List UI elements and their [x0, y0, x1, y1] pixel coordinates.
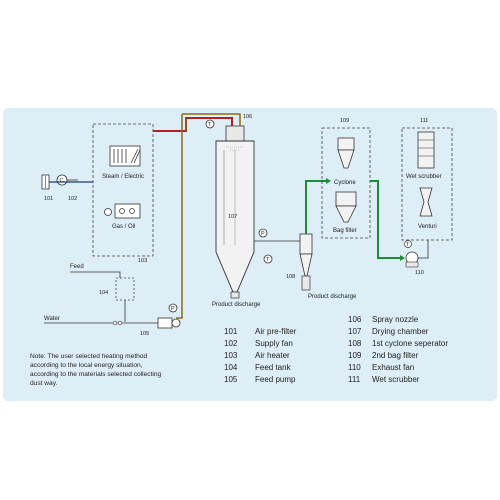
legend-text-111: Wet scrubber: [372, 375, 420, 384]
exhaust-fan-icon: [405, 251, 419, 268]
note-line-2: according to the local energy situation,: [30, 362, 143, 369]
legend-text-110: Exhaust fan: [372, 363, 414, 372]
arrow-to-exhaust-fan-icon: [400, 255, 405, 261]
venturi-icon: [419, 187, 433, 217]
wet-scrubber-box: [401, 127, 453, 241]
tag-110: 110: [415, 270, 424, 276]
product-discharge-label-1: Product discharge: [212, 302, 261, 308]
tag-108: 108: [286, 274, 295, 280]
note-line-1: Note: The user selected heating method: [30, 353, 148, 360]
steam-electric-label: Steam / Electric: [102, 174, 144, 180]
air-line-to-exhaust-fan: [370, 180, 400, 259]
pressure-indicator-chamber-icon: P: [258, 228, 268, 238]
legend-code-106: 106: [348, 315, 362, 324]
legend-text-105: Feed pump: [255, 375, 296, 384]
legend-text-106: Spray nozzle: [372, 315, 419, 324]
legend-text-101: Air pre-filter: [255, 327, 297, 336]
spray-nozzle-icon: [226, 146, 244, 151]
legend-code-108: 108: [348, 339, 362, 348]
product-discharge-label-2: Product discharge: [308, 294, 357, 300]
arrow-to-bag-filter-icon: [326, 178, 331, 184]
water-valve-icon: [112, 320, 123, 326]
temperature-indicator-inlet-icon: T: [205, 119, 215, 129]
feed-inlet-line: [70, 271, 121, 278]
hot-air-duct: [153, 117, 233, 132]
feed-tank: [115, 277, 135, 301]
svg-text:T: T: [208, 122, 212, 128]
tag-111: 111: [420, 118, 428, 124]
feed-pipe-vertical: [176, 114, 183, 319]
cyclone-icon: [337, 137, 355, 169]
note-block: Note: The user selected heating method a…: [30, 353, 162, 387]
venturi-label: Venturi: [418, 224, 437, 230]
feed-pump-icon: [157, 317, 181, 329]
tag-101: 101: [44, 196, 53, 202]
air-heater-box: [92, 123, 154, 257]
cyclone-label: Cyclone: [334, 180, 356, 186]
legend-code-110: 110: [348, 363, 361, 372]
temperature-indicator-outlet-icon: T: [263, 254, 273, 264]
air-pre-filter-icon: [41, 174, 50, 190]
tag-103: 103: [138, 258, 147, 264]
note-line-3: according to the materials selected coll…: [30, 371, 162, 378]
wet-scrubber-label: Wet scrubber: [406, 174, 442, 180]
water-label: Water: [44, 316, 60, 322]
svg-text:C: C: [60, 178, 64, 184]
legend-code-104: 104: [224, 363, 238, 372]
legend-text-108: 1st cyclone seperator: [372, 339, 448, 348]
svg-text:T: T: [406, 242, 410, 248]
legend-code-111: 111: [348, 375, 361, 384]
bag-filter-box: [321, 127, 371, 239]
tag-102: 102: [68, 196, 77, 202]
temperature-indicator-exhaust-icon: T: [404, 240, 412, 248]
svg-text:P: P: [261, 231, 265, 237]
tag-105: 105: [140, 331, 149, 337]
tag-104: 104: [99, 290, 108, 296]
legend-code-101: 101: [224, 327, 238, 336]
note-line-4: dust way.: [30, 380, 58, 387]
legend-text-103: Air heater: [255, 351, 290, 360]
legend-code-105: 105: [224, 375, 238, 384]
air-line-to-bag-filter: [305, 180, 326, 234]
bag-filter-label: Bag filter: [333, 228, 357, 234]
bag-filter-icon: [335, 191, 357, 223]
tag-109: 109: [340, 118, 349, 124]
feed-label: Feed: [70, 264, 84, 270]
pressure-indicator-feed-icon: P: [168, 303, 178, 313]
svg-text:P: P: [171, 306, 175, 312]
legend-left: 101 Air pre-filter 102 Supply fan 103 Ai…: [224, 327, 297, 384]
first-cyclone-separator: [299, 233, 313, 291]
legend-text-104: Feed tank: [255, 363, 292, 372]
legend-text-109: 2nd bag filter: [372, 351, 419, 360]
svg-text:T: T: [266, 257, 270, 263]
steam-electric-heater-icon: [109, 145, 141, 167]
feed-pipe-to-nozzle: [182, 113, 241, 128]
legend-code-109: 109: [348, 351, 362, 360]
gas-oil-label: Gas / Oil: [112, 224, 135, 230]
legend-code-102: 102: [224, 339, 238, 348]
gas-oil-burner-icon: [104, 203, 141, 219]
tag-107: 107: [228, 214, 237, 220]
exhaust-to-venturi-line: [418, 240, 429, 259]
legend-code-103: 103: [224, 351, 238, 360]
supply-fan-icon: C: [56, 174, 78, 186]
legend-right: 106 Spray nozzle 107 Drying chamber 108 …: [348, 315, 448, 384]
legend-text-107: Drying chamber: [372, 327, 429, 336]
tag-106: 106: [243, 114, 252, 120]
legend-text-102: Supply fan: [255, 339, 293, 348]
drying-chamber: [215, 125, 255, 299]
legend-code-107: 107: [348, 327, 362, 336]
wet-scrubber-tower-icon: [417, 131, 435, 169]
